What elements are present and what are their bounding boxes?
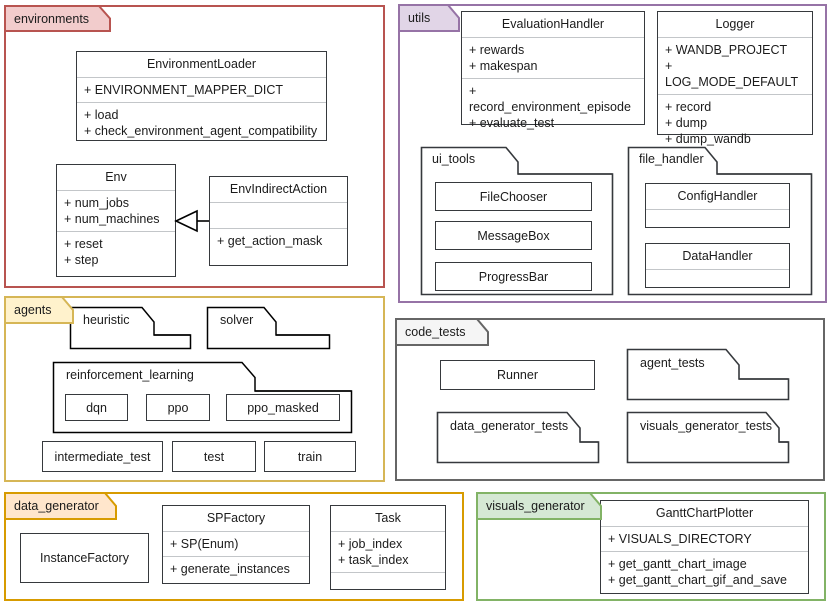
module-intermediate-test[interactable]: intermediate_test xyxy=(42,441,163,472)
class-attributes: + ENVIRONMENT_MAPPER_DICT xyxy=(77,77,326,102)
class-methods xyxy=(646,209,789,227)
package-tab-agents: agents xyxy=(4,296,74,324)
package-tab-visuals-generator: visuals_generator xyxy=(476,492,602,520)
class-methods: + record + dump + dump_wandb xyxy=(658,94,812,151)
subpackage-label: ui_tools xyxy=(432,152,476,166)
class-title: Task xyxy=(375,511,401,525)
class-methods: + get_gantt_chart_image + get_gantt_char… xyxy=(601,551,808,593)
class-title: ConfigHandler xyxy=(677,189,758,203)
class-title: EnvIndirectAction xyxy=(229,182,328,196)
class-title: GanttChartPlotter xyxy=(655,506,754,520)
module-test[interactable]: test xyxy=(172,441,256,472)
class-title: FileChooser xyxy=(479,189,548,204)
class-title: EnvironmentLoader xyxy=(146,57,257,71)
class-methods: + record_environment_episode + evaluate_… xyxy=(462,78,644,135)
class-methods xyxy=(331,572,445,589)
class-env-indirect-action[interactable]: EnvIndirectAction + get_action_mask xyxy=(209,176,348,266)
subpackage-label: heuristic xyxy=(83,313,130,327)
package-tab-data-generator: data_generator xyxy=(4,492,117,520)
class-attributes: + rewards + makespan xyxy=(462,37,644,78)
class-title: SPFactory xyxy=(206,511,266,525)
subpackage-agent-tests[interactable]: agent_tests xyxy=(626,348,790,401)
module-title: train xyxy=(297,449,323,464)
class-environment-loader[interactable]: EnvironmentLoader + ENVIRONMENT_MAPPER_D… xyxy=(76,51,327,141)
class-sp-factory[interactable]: SPFactory + SP(Enum) + generate_instance… xyxy=(162,505,310,584)
class-methods: + get_action_mask xyxy=(210,228,347,265)
class-message-box[interactable]: MessageBox xyxy=(435,221,592,250)
subpackage-heuristic[interactable]: heuristic xyxy=(69,306,192,350)
class-attributes: + WANDB_PROJECT + LOG_MODE_DEFAULT xyxy=(658,37,812,94)
class-data-handler[interactable]: DataHandler xyxy=(645,243,790,288)
class-progress-bar[interactable]: ProgressBar xyxy=(435,262,592,291)
class-attributes: + job_index + task_index xyxy=(331,531,445,572)
class-title: MessageBox xyxy=(477,228,550,243)
module-train[interactable]: train xyxy=(264,441,356,472)
package-tab-label: agents xyxy=(14,303,52,317)
class-title: Runner xyxy=(497,368,538,382)
class-task[interactable]: Task + job_index + task_index xyxy=(330,505,446,590)
class-attributes: + num_jobs + num_machines xyxy=(57,190,175,231)
class-ppo[interactable]: ppo xyxy=(146,394,210,421)
class-attributes: + SP(Enum) xyxy=(163,531,309,556)
class-file-chooser[interactable]: FileChooser xyxy=(435,182,592,211)
class-methods: + reset + step xyxy=(57,231,175,276)
class-title: ProgressBar xyxy=(478,269,549,284)
class-title: ppo_masked xyxy=(247,400,319,415)
class-env[interactable]: Env + num_jobs + num_machines + reset + … xyxy=(56,164,176,277)
subpackage-label: reinforcement_learning xyxy=(66,368,194,382)
class-instance-factory[interactable]: InstanceFactory xyxy=(20,533,149,583)
subpackage-label: agent_tests xyxy=(640,356,705,370)
package-tab-label: environments xyxy=(14,11,90,26)
generalization-arrow-env xyxy=(174,209,209,233)
class-title: Logger xyxy=(715,17,755,31)
package-tab-label: code_tests xyxy=(405,325,466,339)
package-tab-environments: environments xyxy=(4,5,111,32)
module-title: intermediate_test xyxy=(54,449,151,464)
class-runner[interactable]: Runner xyxy=(440,360,595,390)
subpackage-label: file_handler xyxy=(639,152,704,166)
package-tab-label: visuals_generator xyxy=(486,499,585,513)
class-attributes xyxy=(210,202,347,228)
class-methods: + load + check_environment_agent_compati… xyxy=(77,102,326,143)
class-ppo-masked[interactable]: ppo_masked xyxy=(226,394,340,421)
subpackage-visuals-generator-tests[interactable]: visuals_generator_tests xyxy=(626,411,790,464)
class-gantt-chart-plotter[interactable]: GanttChartPlotter + VISUALS_DIRECTORY + … xyxy=(600,500,809,594)
subpackage-label: visuals_generator_tests xyxy=(640,419,773,433)
class-logger[interactable]: Logger + WANDB_PROJECT + LOG_MODE_DEFAUL… xyxy=(657,11,813,146)
class-config-handler[interactable]: ConfigHandler xyxy=(645,183,790,228)
class-evaluation-handler[interactable]: EvaluationHandler + rewards + makespan +… xyxy=(461,11,645,130)
class-title: InstanceFactory xyxy=(40,551,129,565)
subpackage-data-generator-tests[interactable]: data_generator_tests xyxy=(436,411,600,464)
class-title: dqn xyxy=(86,400,107,415)
class-dqn[interactable]: dqn xyxy=(65,394,128,421)
subpackage-label: data_generator_tests xyxy=(450,419,569,433)
class-title: Env xyxy=(105,170,127,184)
package-tab-label: utils xyxy=(408,11,431,25)
class-title: EvaluationHandler xyxy=(501,17,605,31)
package-tab-utils: utils xyxy=(398,4,460,32)
class-methods xyxy=(646,269,789,287)
class-attributes: + VISUALS_DIRECTORY xyxy=(601,526,808,551)
class-title: ppo xyxy=(167,400,189,415)
subpackage-label: solver xyxy=(220,313,254,327)
subpackage-solver[interactable]: solver xyxy=(206,306,331,350)
package-tab-label: data_generator xyxy=(14,499,99,513)
class-methods: + generate_instances xyxy=(163,556,309,583)
package-tab-code-tests: code_tests xyxy=(395,318,489,346)
module-title: test xyxy=(203,449,225,464)
class-title: DataHandler xyxy=(682,249,753,263)
